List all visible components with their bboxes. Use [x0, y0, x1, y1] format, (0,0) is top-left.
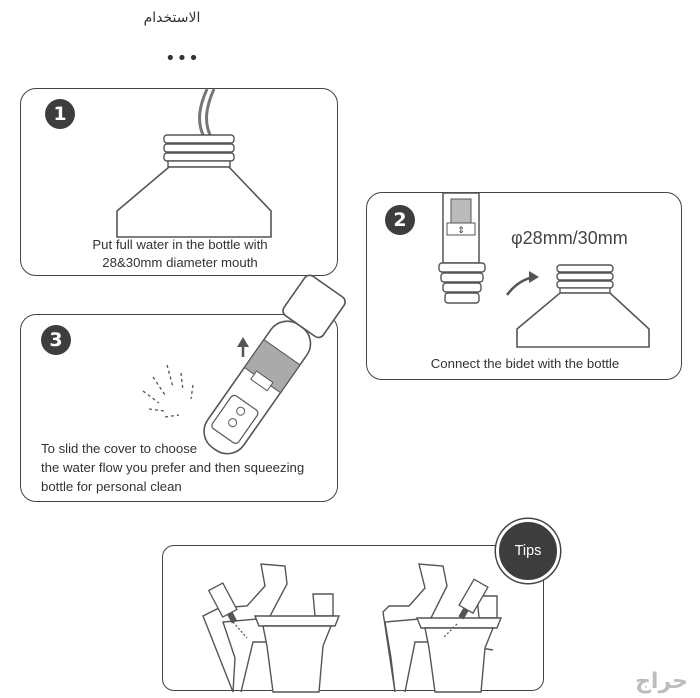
- step-3-caption-line3: bottle for personal clean: [41, 479, 182, 494]
- toilet-usage-front-icon: [202, 563, 341, 693]
- more-options-button[interactable]: •••: [165, 48, 200, 69]
- step-3-caption-line2: the water flow you prefer and then squee…: [41, 460, 305, 475]
- step-1-card: 1 Put full water in the bottle with 28&3…: [20, 88, 338, 276]
- step-3-caption-line1: To slid the cover to choose: [41, 441, 198, 456]
- step-3-number: 3: [41, 325, 71, 355]
- step-2-number: 2: [385, 205, 415, 235]
- bottle-top-icon: [116, 88, 272, 238]
- step-1-number: 1: [45, 99, 75, 129]
- tips-badge: Tips: [496, 519, 560, 583]
- bidet-connector-icon: ⇕: [438, 192, 539, 304]
- bottle-neck-icon: [516, 264, 650, 348]
- watermark-logo: حراج: [635, 669, 688, 694]
- toilet-usage-back-icon: [382, 563, 503, 693]
- bidet-cover-slide-icon: [142, 274, 346, 455]
- step-2-card: 2 ⇕ φ28mm/30mm Connect the bidet with th…: [366, 192, 682, 380]
- diameter-label: φ28mm/30mm: [511, 228, 628, 248]
- tips-card: [162, 545, 544, 693]
- svg-text:⇕: ⇕: [457, 226, 465, 236]
- step-1-caption-line2: 28&30mm diameter mouth: [102, 255, 258, 270]
- step-3-card: 3 To slid the cover to choose the water …: [20, 274, 346, 502]
- step-2-caption: Connect the bidet with the bottle: [430, 356, 620, 371]
- page-title: الاستخدام: [143, 10, 201, 26]
- step-1-caption-line1: Put full water in the bottle with: [92, 237, 268, 252]
